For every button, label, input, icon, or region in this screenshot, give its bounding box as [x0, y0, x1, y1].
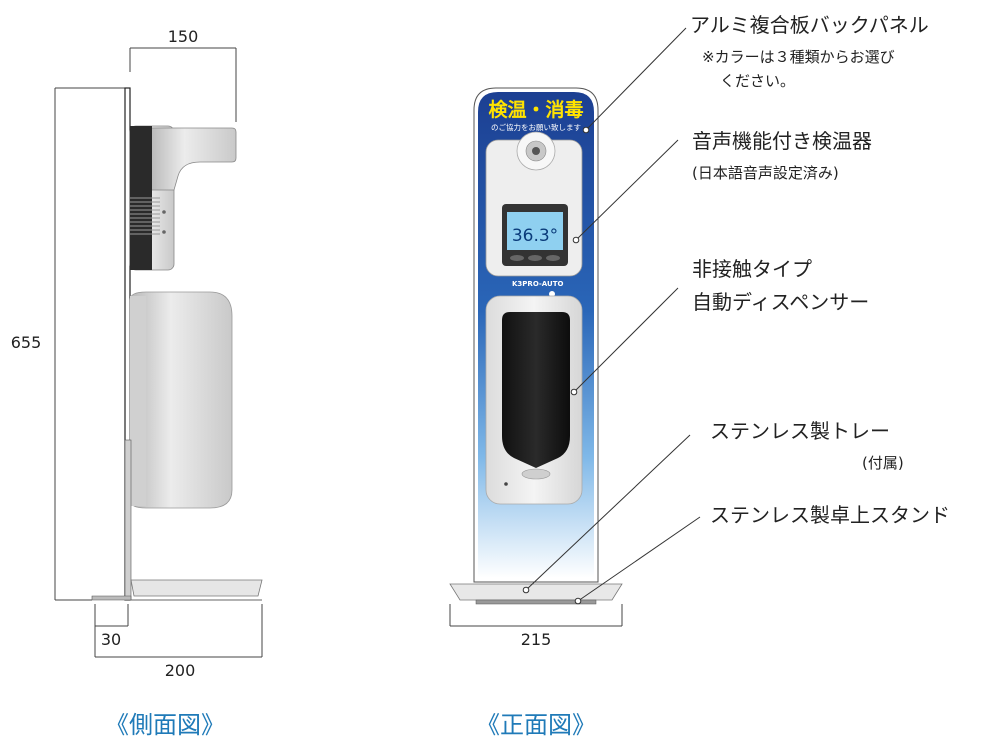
front-thermometer: 36.3° K3PRO-AUTO: [485, 131, 583, 297]
callout-back-panel-title: アルミ複合板バックパネル: [690, 13, 929, 37]
callout-thermometer-note: (日本語音声設定済み): [692, 164, 839, 182]
front-stand-base: [475, 599, 597, 605]
panel-subheader-text: のご協力をお願い致します: [491, 122, 581, 132]
dimension-depth: [94, 604, 263, 658]
panel-header-text: 検温・消毒: [488, 98, 583, 121]
side-stand-base: [91, 595, 132, 601]
caption-side-view: 《側面図》: [105, 711, 225, 739]
side-thermometer: [129, 125, 237, 271]
lcd-screen: [507, 212, 563, 250]
callout-tray-note: (付属): [862, 454, 904, 472]
dimension-label-200: 200: [165, 661, 196, 680]
callout-thermometer: 音声機能付き検温器 (日本語音声設定済み): [692, 129, 872, 182]
dimension-label-30: 30: [101, 630, 121, 649]
callout-leaders: [525, 27, 701, 602]
dimension-label-215: 215: [521, 630, 552, 649]
dimension-height: [54, 87, 125, 601]
dimension-label-150: 150: [168, 27, 199, 46]
callout-thermometer-title: 音声機能付き検温器: [692, 129, 872, 153]
dimension-front-width: [449, 604, 623, 627]
side-dispenser: [129, 291, 233, 509]
brand-text: K3PRO-AUTO: [512, 280, 563, 288]
side-tray: [130, 579, 263, 597]
lcd-reading: 36.3°: [512, 226, 558, 246]
front-view: 検温・消毒 のご協力をお願い致します 36.3° K3PRO-AUTO: [449, 87, 623, 649]
callout-dispenser-line1: 非接触タイプ: [692, 257, 812, 281]
side-view: 150 655: [11, 27, 263, 680]
dimension-label-655: 655: [11, 333, 42, 352]
dimension-top-width: [129, 47, 237, 122]
callout-dispenser: 非接触タイプ 自動ディスペンサー: [692, 257, 869, 314]
callout-back-panel-note1: ※カラーは３種類からお選び: [702, 48, 895, 66]
callout-back-panel-note2: ください。: [720, 72, 795, 90]
front-dispenser: [485, 295, 583, 505]
callout-dispenser-line2: 自動ディスペンサー: [692, 290, 869, 314]
callout-back-panel: アルミ複合板バックパネル ※カラーは３種類からお選び ください。: [690, 13, 929, 90]
front-tray: [449, 583, 623, 601]
callout-stand-title: ステンレス製卓上スタンド: [710, 503, 950, 527]
callout-stand: ステンレス製卓上スタンド: [710, 503, 950, 527]
callout-tray: ステンレス製トレー (付属): [710, 419, 904, 472]
dimension-base-thickness: [94, 604, 129, 627]
callout-dots: [522, 126, 590, 605]
callout-tray-title: ステンレス製トレー: [710, 419, 890, 443]
caption-front-view: 《正面図》: [476, 711, 596, 739]
